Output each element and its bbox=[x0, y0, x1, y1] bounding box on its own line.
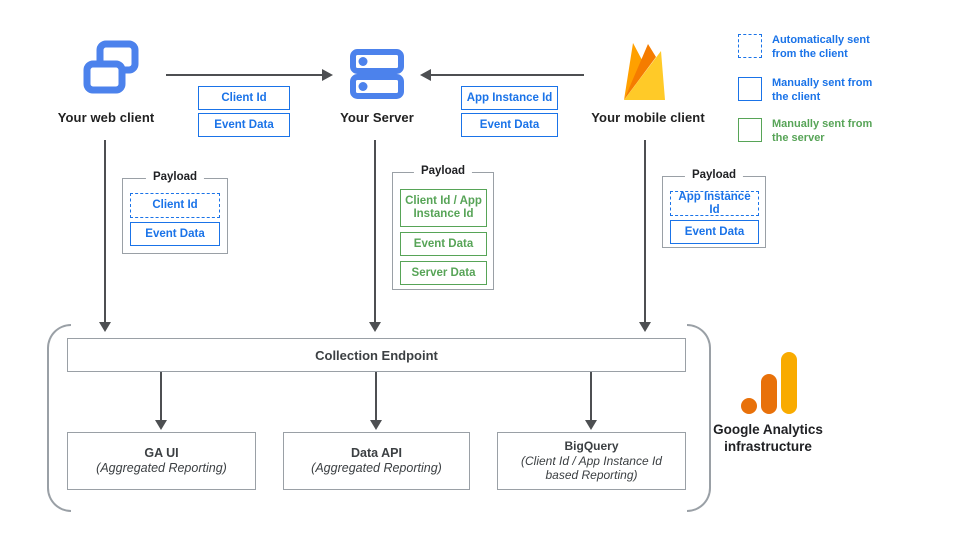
arrow-line bbox=[644, 140, 646, 322]
data-api-box: Data API (Aggregated Reporting) bbox=[283, 432, 470, 490]
payload-title: Payload bbox=[145, 171, 205, 183]
web-client-label: Your web client bbox=[57, 110, 155, 125]
arrow-line bbox=[375, 372, 377, 420]
legend-swatch-manual-client bbox=[738, 77, 762, 101]
arrow-line bbox=[431, 74, 584, 76]
ga-ui-title: GA UI bbox=[144, 446, 179, 460]
google-analytics-logo-icon bbox=[741, 352, 797, 414]
bigquery-box: BigQuery (Client Id / App Instance Id ba… bbox=[497, 432, 686, 490]
arrow-head-icon bbox=[639, 322, 651, 332]
payload-item-event-data: Event Data bbox=[130, 222, 220, 246]
arrow-line bbox=[590, 372, 592, 420]
arrow-head-icon bbox=[322, 69, 333, 81]
payload-web: Payload Client Id Event Data bbox=[122, 171, 228, 254]
arrow-head-icon bbox=[370, 420, 382, 430]
arrow-line bbox=[104, 140, 106, 322]
payload-mobile: Payload App Instance Id Event Data bbox=[662, 169, 766, 248]
arrow-line bbox=[374, 140, 376, 322]
arrow-line bbox=[166, 74, 322, 76]
payload-item-client-id: Client Id bbox=[130, 193, 220, 218]
payload-item-server-data: Server Data bbox=[400, 261, 487, 285]
legend-label-manual-server: Manually sent from the server bbox=[772, 118, 873, 144]
mobile-client-label: Your mobile client bbox=[591, 110, 705, 125]
arrow-head-icon bbox=[155, 420, 167, 430]
payload-item-event-data: Event Data bbox=[400, 232, 487, 256]
ga-ui-subtitle: (Aggregated Reporting) bbox=[96, 461, 227, 475]
collection-endpoint-box: Collection Endpoint bbox=[67, 338, 686, 372]
arrow-head-icon bbox=[585, 420, 597, 430]
ga-infrastructure-caption: Google Analytics infrastructure bbox=[713, 422, 823, 454]
legend-swatch-auto-client bbox=[738, 34, 762, 58]
edge-chip-event-data: Event Data bbox=[198, 113, 290, 137]
server-label: Your Server bbox=[340, 110, 414, 125]
bigquery-subtitle: (Client Id / App Instance Id based Repor… bbox=[521, 453, 662, 483]
server-icon bbox=[349, 46, 405, 102]
legend-label-auto-client: Automatically sent from the client bbox=[772, 34, 870, 60]
legend-label-manual-client: Manually sent from the client bbox=[772, 77, 873, 103]
arrow-line bbox=[160, 372, 162, 420]
edge-chip-app-instance-id: App Instance Id bbox=[461, 86, 558, 110]
legend-swatch-manual-server bbox=[738, 118, 762, 142]
arrow-head-icon bbox=[420, 69, 431, 81]
payload-item-app-instance-id: App Instance Id bbox=[670, 191, 759, 216]
payload-server: Payload Client Id / App Instance Id Even… bbox=[392, 165, 494, 290]
bigquery-title: BigQuery bbox=[564, 439, 619, 454]
payload-item-event-data: Event Data bbox=[670, 220, 759, 244]
edge-chip-event-data: Event Data bbox=[461, 113, 558, 137]
firebase-icon bbox=[620, 40, 672, 106]
edge-chip-client-id: Client Id bbox=[198, 86, 290, 110]
arrow-head-icon bbox=[369, 322, 381, 332]
payload-title: Payload bbox=[413, 165, 473, 177]
web-client-icon bbox=[83, 40, 139, 96]
payload-title: Payload bbox=[684, 169, 744, 181]
data-api-title: Data API bbox=[351, 446, 402, 460]
payload-item-client-or-app-id: Client Id / App Instance Id bbox=[400, 189, 487, 227]
infrastructure-bracket-right bbox=[687, 324, 711, 512]
arrow-head-icon bbox=[99, 322, 111, 332]
data-api-subtitle: (Aggregated Reporting) bbox=[311, 461, 442, 475]
ga-ui-box: GA UI (Aggregated Reporting) bbox=[67, 432, 256, 490]
